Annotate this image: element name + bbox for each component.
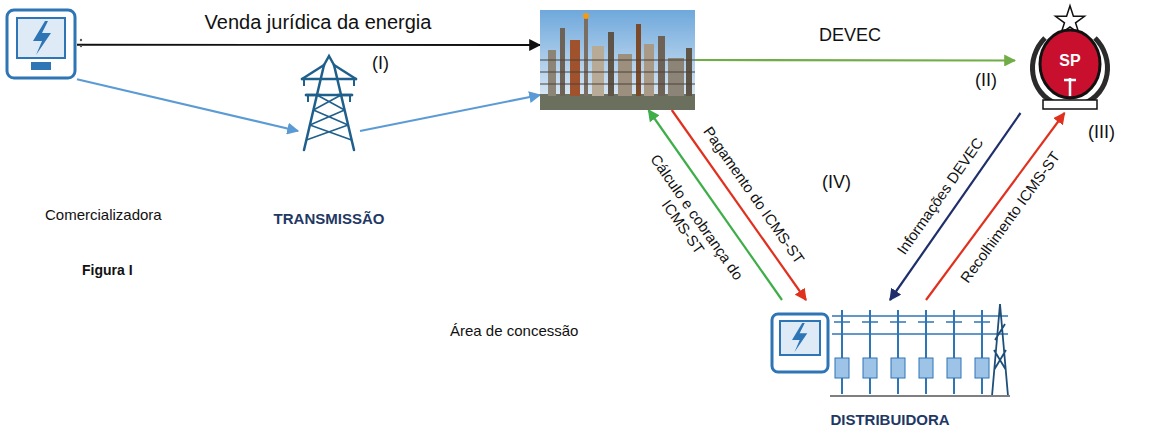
step-number: (IV)	[822, 172, 851, 193]
flow-arrow	[926, 113, 1065, 300]
icon-screen	[780, 321, 820, 355]
transmission-tower-art	[298, 55, 360, 150]
company-icon-art	[5, 8, 77, 83]
sword	[1064, 78, 1076, 96]
refinery-picture	[540, 10, 695, 110]
transformer	[947, 358, 961, 378]
substation-brace	[918, 321, 934, 323]
connector-label: Recolhimento ICMS-ST	[957, 148, 1064, 286]
tower-strut	[334, 65, 356, 79]
shield	[1040, 30, 1100, 98]
refinery-pipe	[540, 84, 695, 85]
lightning-bolt	[33, 21, 51, 55]
substation-brace	[890, 321, 906, 323]
node-label: TRANSMISSÃO	[274, 210, 385, 227]
tower-lattice	[306, 125, 351, 140]
icon-dot	[80, 39, 82, 41]
flare	[583, 13, 589, 19]
refinery-column	[592, 46, 604, 96]
connector-label: Informações DEVEC	[893, 134, 987, 257]
transformer	[891, 358, 905, 378]
step-number: (II)	[975, 70, 997, 91]
state-emblem: SP	[1015, 8, 1125, 113]
lattice-tower	[992, 304, 1008, 396]
flow-arrow	[695, 59, 1015, 62]
tower-strut	[306, 94, 352, 97]
icon-base	[31, 62, 51, 70]
refinery-column	[570, 40, 580, 96]
company-icon: Comercializadora	[5, 8, 77, 83]
tower-strut	[302, 65, 324, 79]
connector-label: DEVEC	[819, 25, 881, 46]
refinery-column	[644, 44, 654, 96]
transformer	[975, 358, 989, 378]
tower-lattice	[310, 110, 348, 125]
banner	[1043, 100, 1097, 109]
refinery-column	[548, 50, 556, 96]
flow-arrow	[77, 79, 298, 131]
transformer	[835, 358, 849, 378]
tower-strut	[302, 78, 356, 81]
refinery-pipe	[540, 72, 695, 73]
refinery-column	[668, 58, 684, 96]
icon-frame	[7, 10, 75, 78]
lightning-bolt	[792, 323, 807, 352]
transformer	[863, 358, 877, 378]
insulator	[307, 95, 309, 102]
refinery-column	[608, 32, 614, 96]
ground	[540, 94, 695, 110]
step-number: (III)	[1088, 122, 1115, 143]
flow-arrow	[890, 113, 1021, 300]
step-number: (I)	[372, 53, 389, 74]
refinery-pipe	[540, 60, 695, 61]
node-label: SP	[1059, 52, 1080, 70]
node-label: Comercializadora	[45, 206, 162, 223]
tower-lattice	[313, 95, 344, 110]
connector-label: Venda jurídica da energia	[205, 11, 432, 34]
area-note: Área de concessão	[450, 322, 578, 339]
insulator	[303, 79, 305, 86]
insulator	[353, 79, 355, 86]
node-label: DISTRIBUIDORA	[830, 411, 949, 428]
transmission-tower: TRANSMISSÃO	[298, 55, 360, 150]
transformer	[919, 358, 933, 378]
ground-line	[830, 395, 1010, 397]
flow-arrow	[77, 44, 540, 46]
refinery-picture-art	[540, 10, 695, 110]
icon-dot	[80, 45, 82, 47]
distributor-substation: DISTRIBUIDORA	[770, 300, 1010, 400]
refinery-column	[560, 28, 565, 96]
figure-label: Figura I	[82, 262, 133, 278]
tower-strut	[324, 56, 334, 65]
icon-frame	[772, 314, 828, 372]
insulator	[349, 95, 351, 102]
icon-screen	[17, 18, 65, 58]
substation-brace	[862, 321, 878, 323]
substation-brace	[974, 321, 990, 323]
substation-brace	[946, 321, 962, 323]
flow-arrow	[360, 95, 540, 131]
distributor-substation-art	[770, 300, 1010, 400]
refinery-column	[658, 36, 665, 96]
sky	[540, 10, 695, 110]
substation-brace	[834, 321, 850, 323]
